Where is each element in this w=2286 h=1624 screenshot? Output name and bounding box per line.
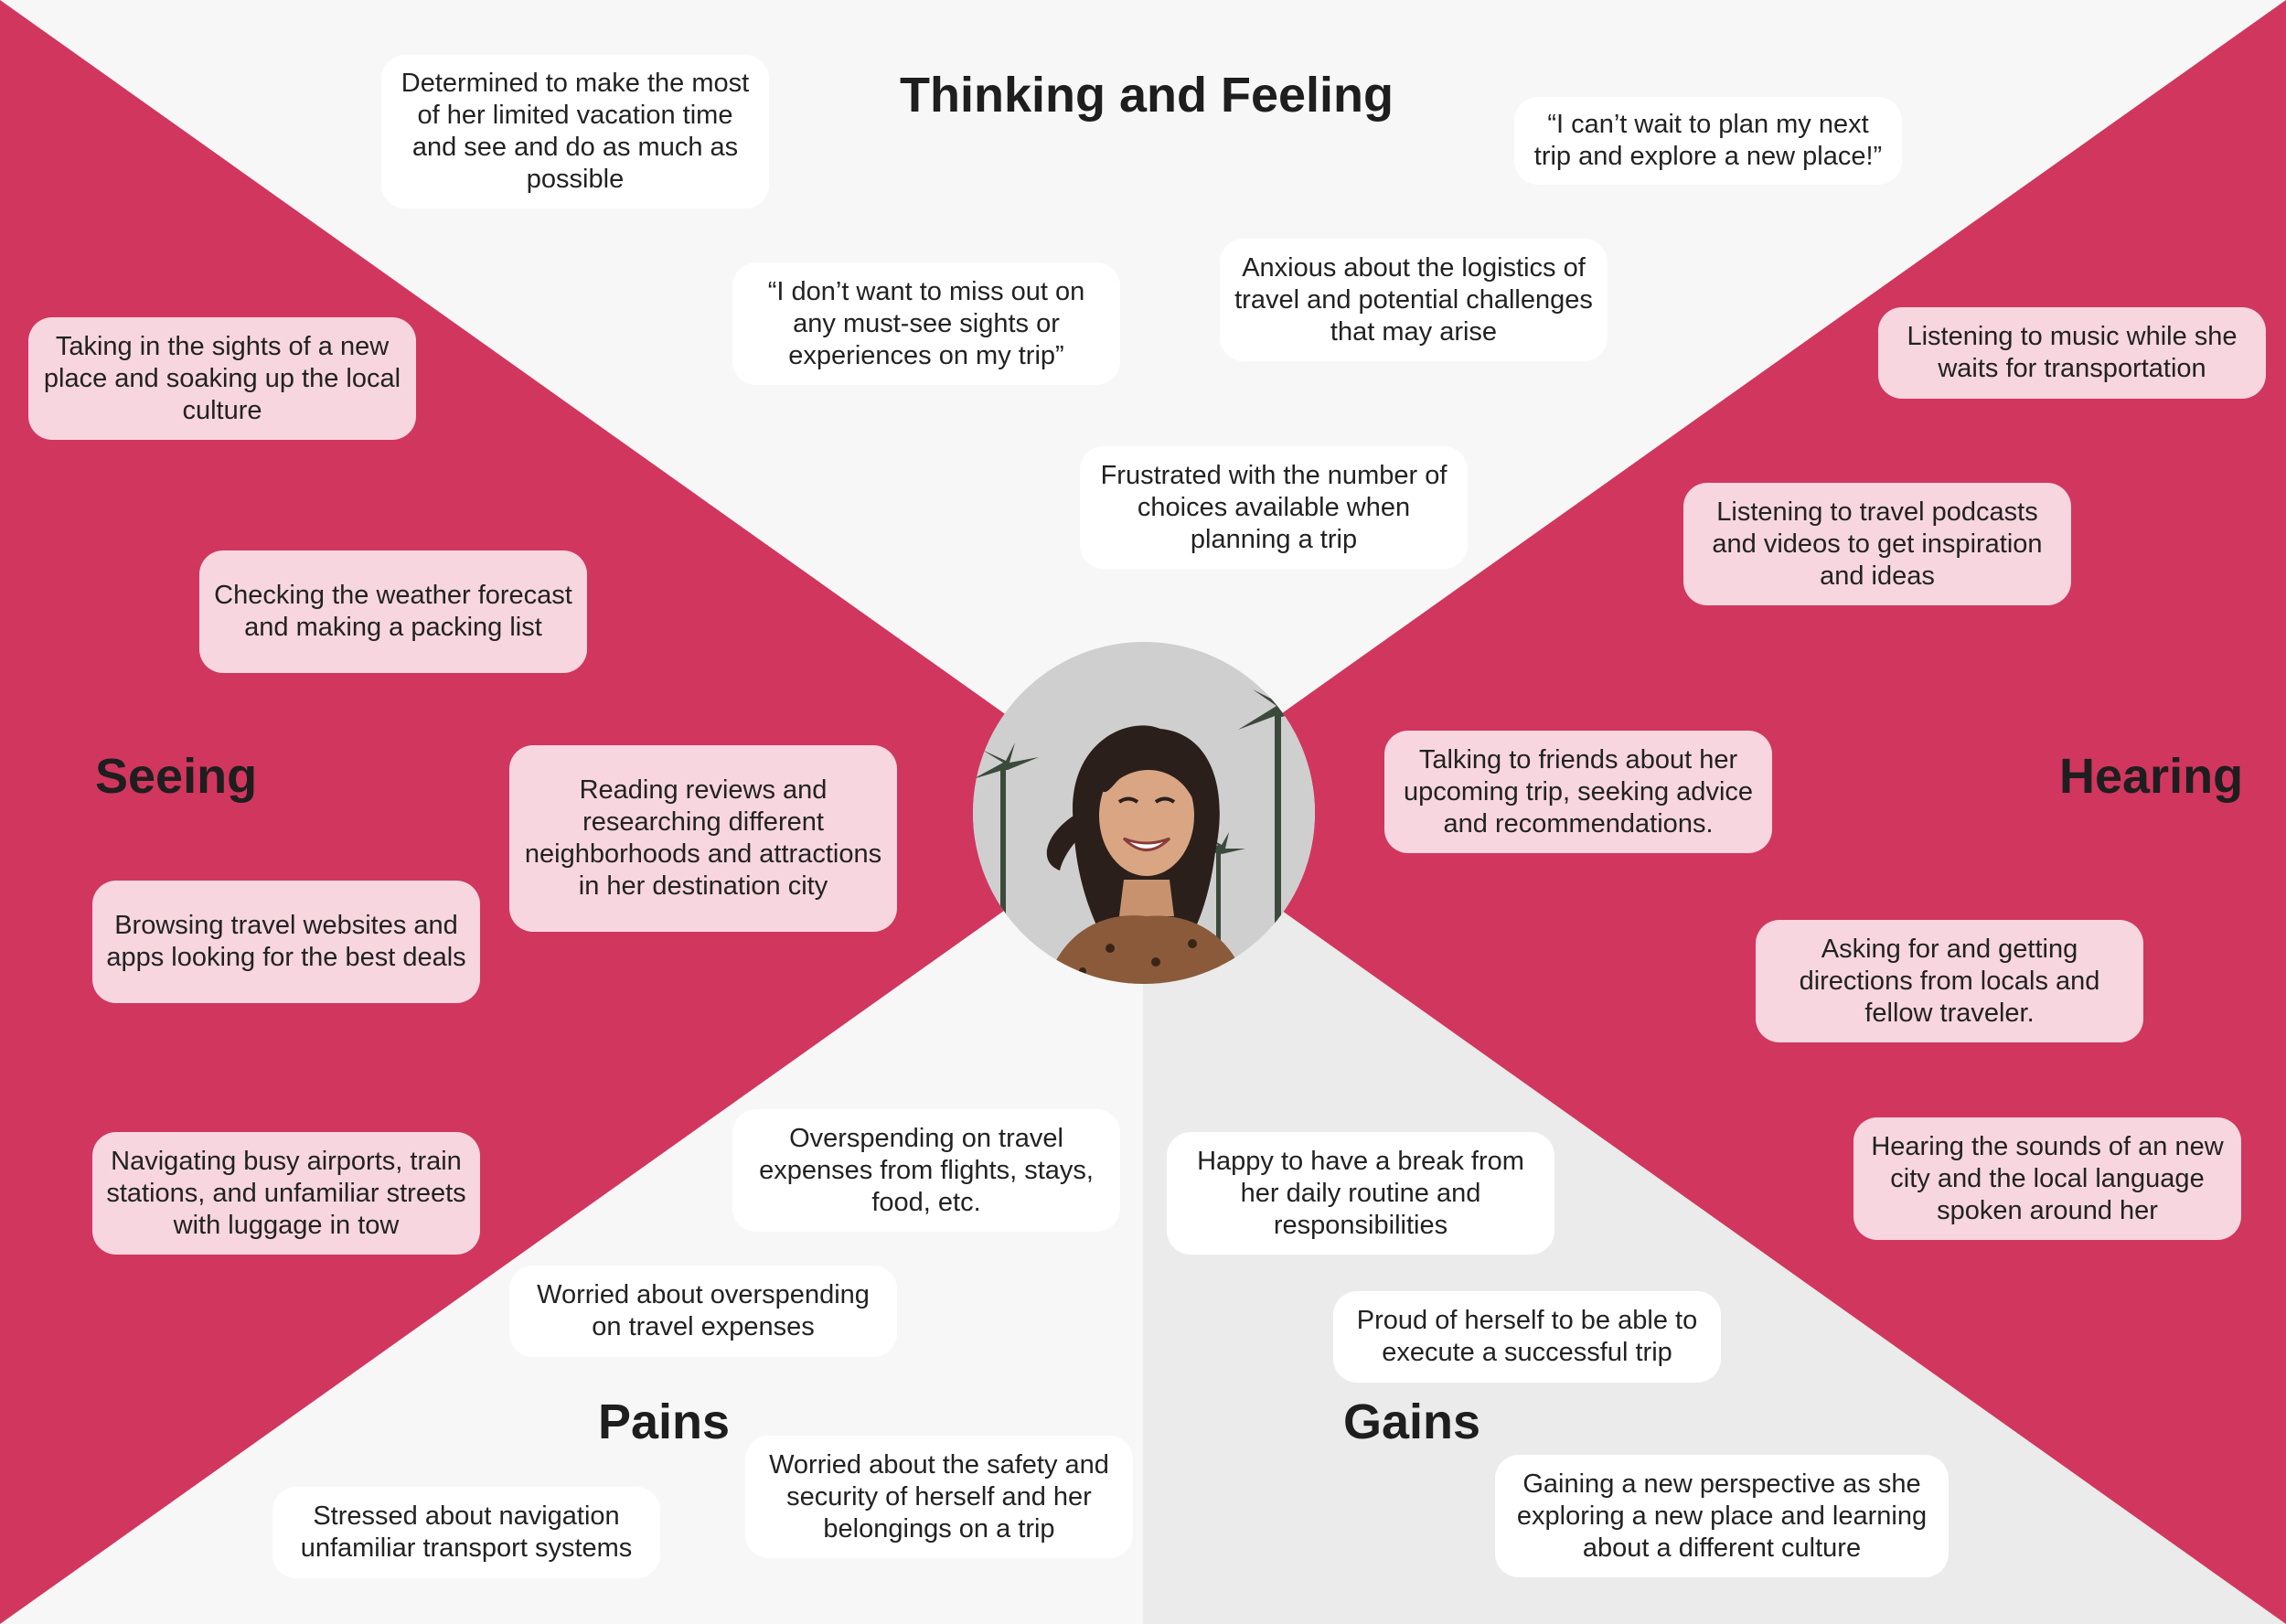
- thinking-note: “I don’t want to miss out on any must-se…: [732, 262, 1120, 385]
- thinking-note: Anxious about the logistics of travel an…: [1220, 239, 1608, 361]
- gains-heading: Gains: [1343, 1394, 1481, 1449]
- pains-note: Overspending on travel expenses from fli…: [732, 1109, 1120, 1232]
- seeing-note: Reading reviews and researching differen…: [509, 745, 897, 932]
- seeing-heading: Seeing: [95, 749, 258, 804]
- pains-heading: Pains: [598, 1394, 731, 1449]
- thinking-note: Frustrated with the number of choices av…: [1080, 446, 1468, 569]
- seeing-note: Checking the weather forecast and making…: [199, 550, 587, 673]
- persona-illustration: [973, 642, 1315, 984]
- hearing-note: Talking to friends about her upcoming tr…: [1384, 731, 1772, 853]
- persona-photo: [973, 642, 1315, 984]
- pains-note: Worried about the safety and security of…: [745, 1436, 1133, 1558]
- hearing-note: Asking for and getting directions from l…: [1756, 920, 2143, 1042]
- thinking-note: “I can’t wait to plan my next trip and e…: [1514, 97, 1902, 185]
- thinking-note: Determined to make the most of her limit…: [381, 55, 769, 208]
- seeing-note: Browsing travel websites and apps lookin…: [92, 881, 480, 1003]
- hearing-note: Listening to travel podcasts and videos …: [1683, 483, 2071, 605]
- gains-note: Proud of herself to be able to execute a…: [1333, 1291, 1721, 1383]
- hearing-heading: Hearing: [2059, 749, 2244, 804]
- hearing-note: Listening to music while she waits for t…: [1878, 307, 2266, 399]
- pains-note: Worried about overspending on travel exp…: [509, 1266, 897, 1357]
- thinking-feeling-heading: Thinking and Feeling: [900, 68, 1394, 123]
- hearing-note: Hearing the sounds of an new city and th…: [1853, 1117, 2241, 1240]
- gains-note: Gaining a new perspective as she explori…: [1495, 1455, 1949, 1577]
- seeing-note: Navigating busy airports, train stations…: [92, 1132, 480, 1255]
- seeing-note: Taking in the sights of a new place and …: [28, 317, 416, 440]
- pains-note: Stressed about navigation unfamiliar tra…: [272, 1487, 660, 1578]
- gains-note: Happy to have a break from her daily rou…: [1167, 1132, 1554, 1255]
